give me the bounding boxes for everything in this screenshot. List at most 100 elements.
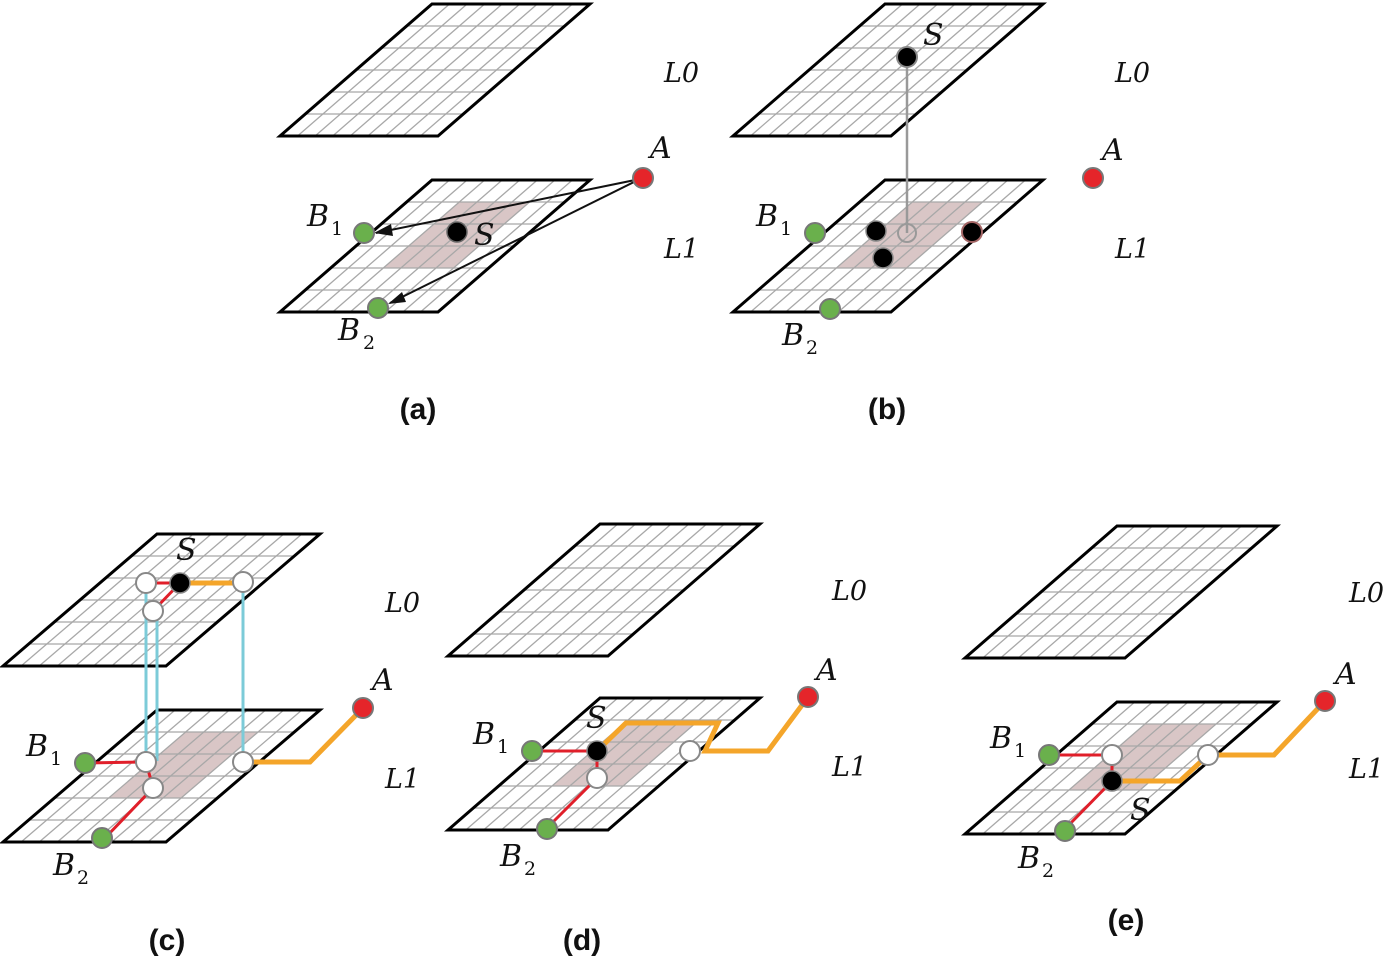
label-b2-sub: 2 (77, 867, 89, 889)
point-b1 (1038, 744, 1060, 766)
label-b2: B (781, 318, 804, 353)
label-b2: B (499, 839, 522, 874)
point-a (632, 167, 654, 189)
label-b2-sub: 2 (1042, 860, 1054, 882)
point-b1 (521, 740, 543, 762)
caption-d: (d) (563, 924, 601, 957)
arrowhead-b1 (374, 224, 393, 236)
panel-b: L0 L1 A S B 1 B 2 (b) (728, 2, 1150, 426)
hollow-point-top-1 (135, 572, 157, 594)
hollow-point-bottom-2 (142, 777, 164, 799)
point-candidate-bottom (872, 247, 894, 269)
layer-label-l0: L0 (1114, 58, 1150, 89)
caption-a: (a) (400, 393, 437, 426)
point-b1 (804, 222, 826, 244)
layer-label-l1: L1 (663, 234, 699, 265)
layer-label-l0: L0 (1348, 578, 1384, 609)
layer-label-l1: L1 (1114, 234, 1150, 265)
layer-grid-l1 (443, 696, 765, 832)
label-s: S (586, 701, 607, 736)
caption-e: (e) (1108, 904, 1145, 937)
layer-label-l1: L1 (1348, 754, 1384, 785)
orange-path-bottom (243, 706, 365, 765)
point-b2 (91, 827, 113, 849)
label-b2-sub: 2 (363, 332, 375, 354)
point-s (586, 740, 608, 762)
layer-grid-l0 (443, 522, 765, 658)
label-b1-sub: 1 (1014, 740, 1026, 762)
layer-grid-l1 (728, 178, 1048, 314)
hollow-point-bottom-1 (135, 751, 157, 773)
point-candidate-left (865, 220, 887, 242)
label-a: A (369, 663, 394, 698)
label-s: S (1130, 793, 1151, 828)
label-b2: B (1017, 841, 1040, 876)
label-s: S (474, 218, 495, 253)
layer-label-l0: L0 (663, 58, 699, 89)
label-b2: B (337, 313, 360, 348)
label-a: A (647, 131, 672, 166)
layer-grid-l0 (0, 532, 325, 668)
arrowhead-b2 (388, 292, 406, 304)
panel-a: L0 L1 A S B 1 B 2 (a) (275, 2, 699, 426)
hollow-point-bottom-3 (232, 751, 254, 773)
point-s (1101, 770, 1123, 792)
layer-label-l0: L0 (831, 576, 867, 607)
point-candidate-right (961, 221, 983, 243)
caption-c: (c) (149, 924, 186, 957)
layer-grid-l1 (0, 708, 325, 844)
point-projection (897, 223, 917, 243)
point-s-top (896, 46, 918, 68)
point-b2 (819, 298, 841, 320)
red-path-bottom (84, 760, 155, 840)
point-b2 (367, 297, 389, 319)
label-b1: B (755, 199, 778, 234)
point-b2 (1054, 820, 1076, 842)
hollow-point-1 (586, 767, 608, 789)
hollow-point-2 (679, 740, 701, 762)
layer-label-l1: L1 (384, 764, 420, 795)
layer-label-l1: L1 (831, 752, 867, 783)
hollow-point-top-2 (142, 600, 164, 622)
label-b1: B (306, 199, 329, 234)
orange-path (595, 695, 811, 754)
point-a (1082, 167, 1104, 189)
panel-c: L0 L1 A S B 1 B 2 (c) (0, 532, 420, 957)
label-a: A (1099, 133, 1124, 168)
label-b2-sub: 2 (524, 858, 536, 880)
label-b2: B (52, 848, 75, 883)
point-s (446, 221, 468, 243)
caption-b: (b) (868, 393, 906, 426)
label-b1: B (472, 717, 495, 752)
red-path (532, 749, 599, 831)
plane-border (0, 532, 325, 668)
plane-border (960, 524, 1282, 660)
arrow-a-to-b1 (375, 178, 641, 234)
arrow-a-to-b2 (389, 178, 641, 304)
label-b1: B (25, 729, 48, 764)
point-b1 (74, 752, 96, 774)
label-b1-sub: 1 (50, 748, 62, 770)
label-s: S (923, 18, 944, 53)
point-a (1314, 690, 1336, 712)
label-b1-sub: 1 (780, 218, 792, 240)
point-a (797, 686, 819, 708)
point-b1 (353, 222, 375, 244)
hollow-point-top-3 (232, 571, 254, 593)
layer-grid-l0 (275, 2, 595, 138)
red-path (1049, 753, 1114, 833)
hollow-point-1 (1101, 744, 1123, 766)
plane-border (443, 522, 765, 658)
point-b2 (536, 818, 558, 840)
hollow-point-2 (1197, 744, 1219, 766)
plane-border (728, 2, 1048, 138)
layer-grid-l0 (960, 524, 1282, 660)
label-b1-sub: 1 (497, 736, 509, 758)
label-b2-sub: 2 (806, 337, 818, 359)
label-a: A (1332, 657, 1357, 692)
panel-e: L0 L1 A S B 1 B 2 (e) (960, 524, 1384, 937)
label-a: A (813, 653, 838, 688)
panel-d: L0 L1 A S B 1 B 2 (d) (443, 522, 867, 957)
label-b1-sub: 1 (331, 218, 343, 240)
